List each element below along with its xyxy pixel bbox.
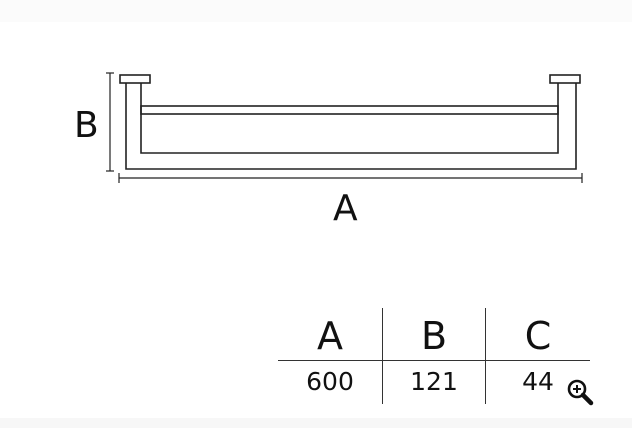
width-dimension: [118, 173, 583, 183]
dimension-label-a: A: [333, 188, 358, 229]
dimension-label-b: B: [74, 105, 99, 146]
towel-rail-outline: [119, 74, 581, 170]
dimensions-table: A B C 600 121 44: [278, 308, 590, 404]
top-background-band: [0, 0, 632, 22]
table-header-b: B: [420, 314, 448, 358]
table-header-a: A: [317, 314, 343, 358]
table-header-divider: [278, 360, 590, 361]
zoom-button[interactable]: [562, 376, 596, 410]
height-dimension: [106, 72, 114, 172]
rail-outer-frame: [125, 83, 577, 170]
table-header-c: C: [524, 314, 552, 358]
bottom-background-band: [0, 418, 632, 428]
upper-bar: [140, 105, 559, 115]
table-value-c: 44: [522, 367, 554, 396]
left-wall-mount: [119, 74, 151, 84]
table-value-a: 600: [306, 367, 354, 396]
table-column-divider-1: [382, 308, 383, 404]
right-wall-mount: [549, 74, 581, 84]
rail-inner-frame: [140, 83, 559, 154]
zoom-in-icon: [567, 379, 594, 406]
table-value-b: 121: [410, 367, 458, 396]
towel-rail-technical-drawing: B A: [74, 72, 583, 229]
table-column-divider-2: [485, 308, 486, 404]
